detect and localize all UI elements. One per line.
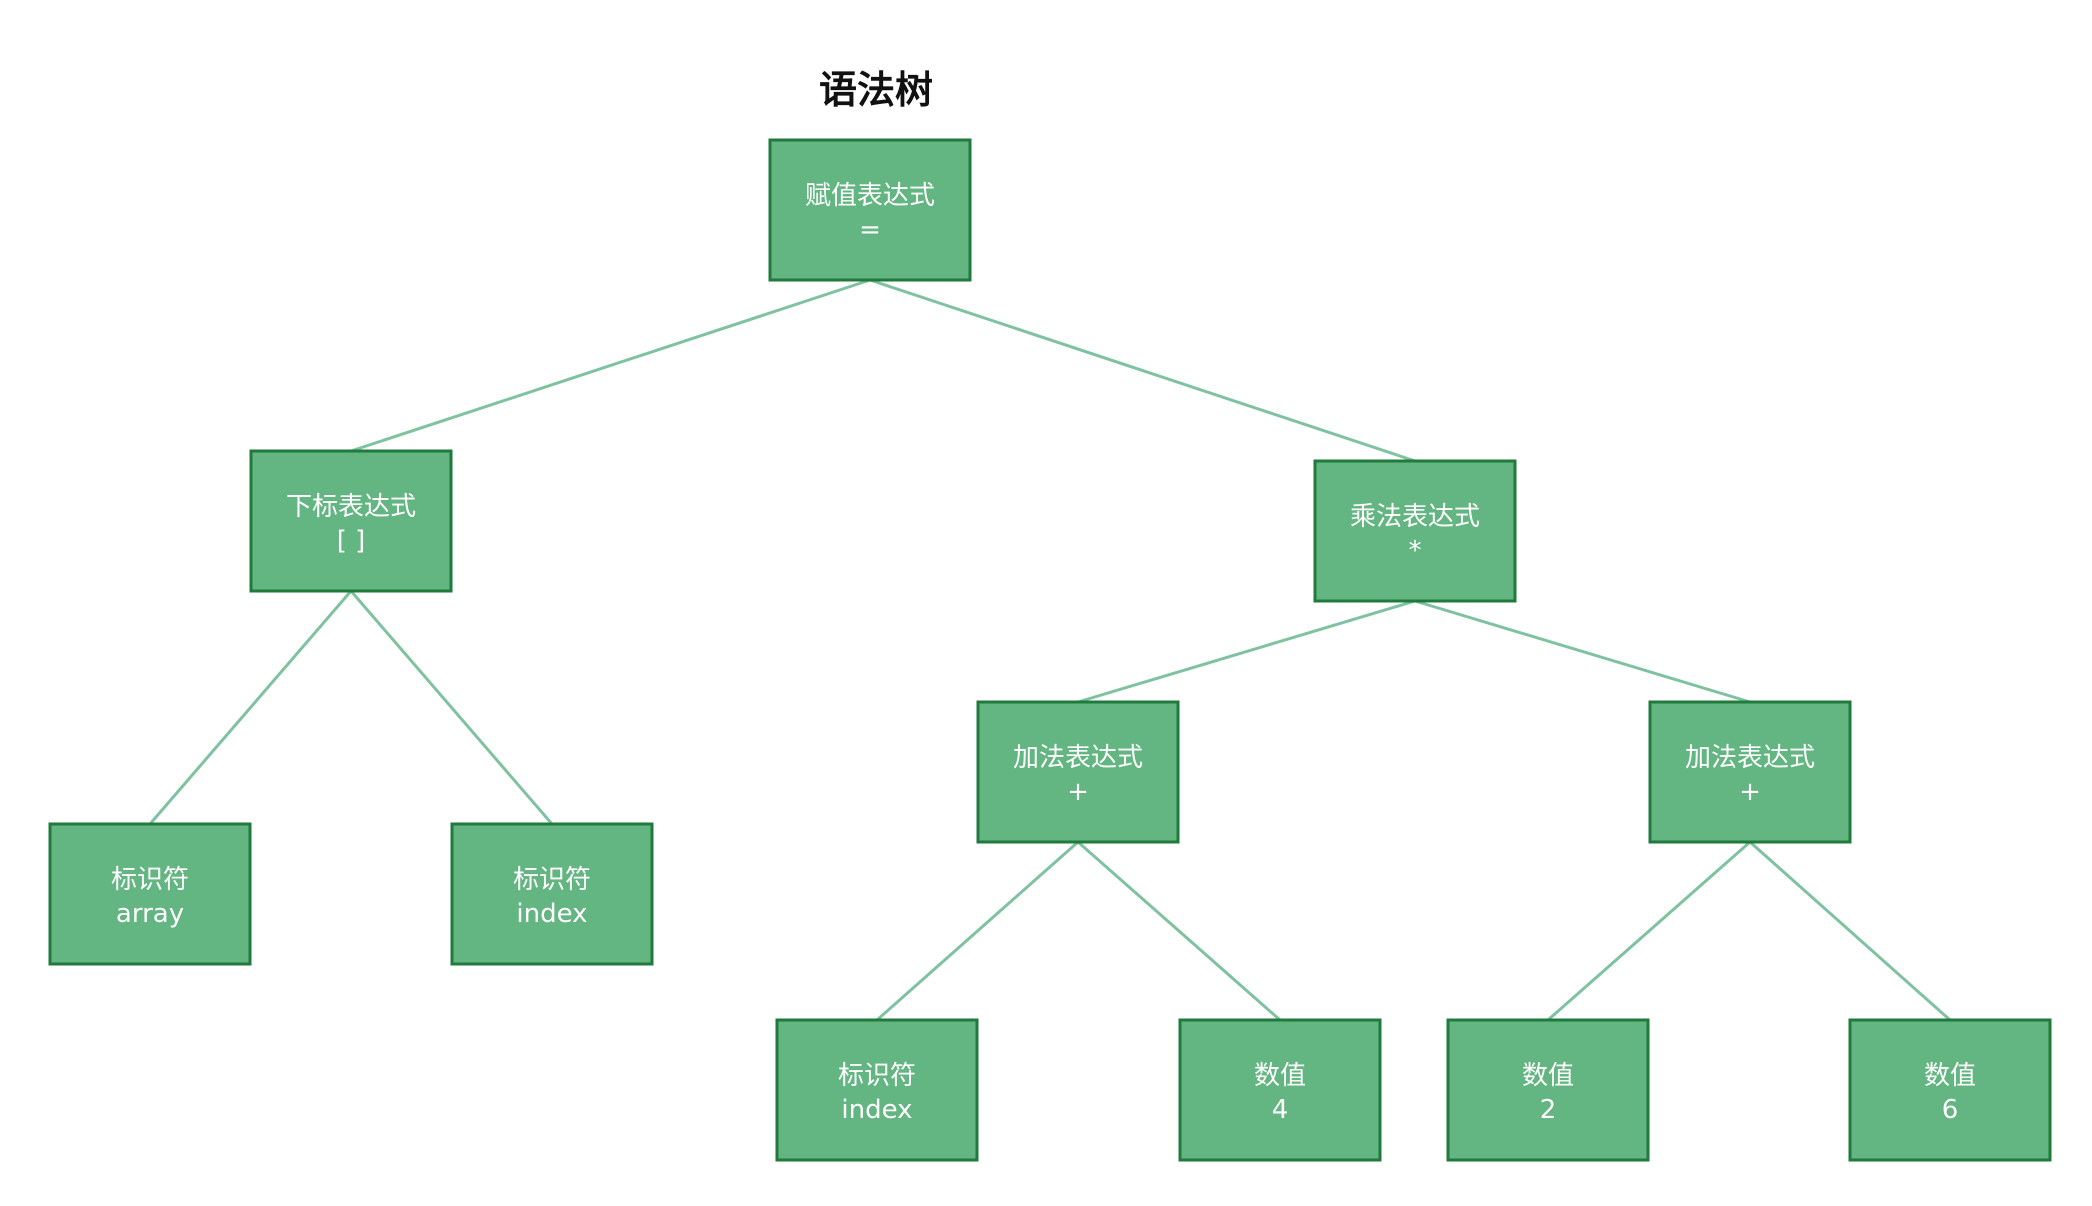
node-box — [450, 822, 654, 966]
tree-node-add-2: 加法表达式 + — [1648, 700, 1852, 844]
node-label: 标识符 — [513, 865, 591, 895]
edge-subscript-to-ident-index-1 — [349, 590, 554, 825]
node-box — [249, 449, 453, 593]
node-operator: + — [1739, 777, 1761, 807]
tree-edges — [148, 278, 1951, 1022]
node-label: 数值 — [1924, 1061, 1976, 1091]
tree-nodes: 赋值表达式 = 下标表达式 [ ] 乘法表达式 * 标识符 array 标识符 index 加法表达… — [48, 138, 2052, 1162]
node-label: 下标表达式 — [286, 492, 416, 522]
tree-node-mul: 乘法表达式 * — [1313, 459, 1517, 603]
tree-node-assign: 赋值表达式 = — [768, 138, 972, 282]
edge-mul-to-add-1 — [1077, 599, 1416, 704]
tree-node-num-2: 数值 2 — [1446, 1018, 1650, 1162]
node-operator: [ ] — [337, 526, 366, 556]
node-label: 数值 — [1254, 1061, 1306, 1091]
node-operator: index — [841, 1095, 912, 1125]
node-operator: array — [116, 899, 184, 929]
node-label: 赋值表达式 — [805, 181, 935, 211]
edge-add-1-to-ident-index-2 — [876, 840, 1079, 1022]
node-label: 数值 — [1522, 1061, 1574, 1091]
edge-mul-to-add-2 — [1414, 599, 1751, 704]
node-box — [1848, 1018, 2052, 1162]
node-label: 加法表达式 — [1013, 743, 1143, 773]
node-box — [1178, 1018, 1382, 1162]
edge-add-2-to-num-2 — [1547, 840, 1751, 1022]
edge-assign-to-mul — [869, 278, 1416, 463]
node-box — [48, 822, 252, 966]
tree-node-num-4: 数值 4 — [1178, 1018, 1382, 1162]
edge-add-2-to-num-6 — [1749, 840, 1951, 1022]
edge-subscript-to-ident-array — [148, 590, 353, 825]
node-box — [775, 1018, 979, 1162]
node-operator: index — [516, 899, 587, 929]
node-label: 加法表达式 — [1685, 743, 1815, 773]
node-operator: + — [1067, 777, 1089, 807]
node-box — [976, 700, 1180, 844]
tree-node-ident-array: 标识符 array — [48, 822, 252, 966]
edge-assign-to-subscript — [350, 278, 871, 453]
tree-node-num-6: 数值 6 — [1848, 1018, 2052, 1162]
node-label: 乘法表达式 — [1350, 502, 1480, 532]
node-operator: * — [1409, 536, 1422, 566]
node-operator: = — [859, 215, 881, 245]
node-label: 标识符 — [111, 865, 189, 895]
edge-add-1-to-num-4 — [1077, 840, 1281, 1022]
node-operator: 2 — [1540, 1095, 1557, 1125]
tree-node-add-1: 加法表达式 + — [976, 700, 1180, 844]
tree-node-ident-index-2: 标识符 index — [775, 1018, 979, 1162]
node-box — [1648, 700, 1852, 844]
node-box — [1446, 1018, 1650, 1162]
node-box — [768, 138, 972, 282]
node-box — [1313, 459, 1517, 603]
tree-node-ident-index-1: 标识符 index — [450, 822, 654, 966]
node-operator: 6 — [1942, 1095, 1959, 1125]
tree-node-subscript: 下标表达式 [ ] — [249, 449, 453, 593]
diagram-title: 语法树 — [819, 68, 933, 112]
node-label: 标识符 — [838, 1061, 916, 1091]
node-operator: 4 — [1272, 1095, 1289, 1125]
